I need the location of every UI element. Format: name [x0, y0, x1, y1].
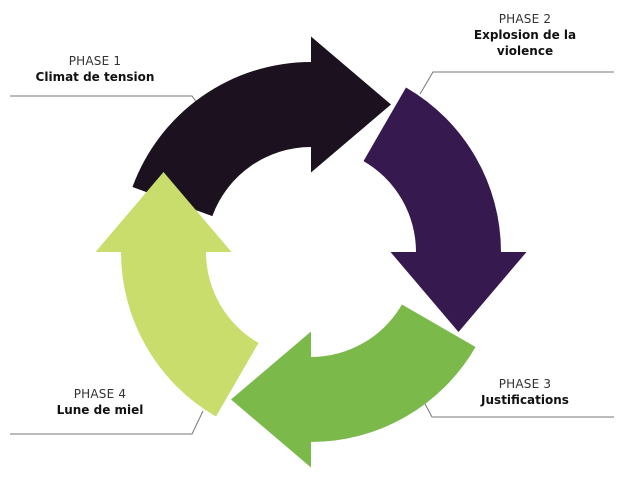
phase-4-arrow-body	[121, 252, 259, 417]
phase-2-number: PHASE 2	[498, 12, 552, 26]
phase-1-arrow-body	[132, 62, 311, 217]
phase-3-label: PHASE 3 Justifications	[460, 377, 590, 408]
phase-1-name: Climat de tension	[35, 70, 155, 84]
phase-3-number: PHASE 3	[498, 377, 552, 391]
phase-4-arrow-head	[95, 172, 232, 252]
leader-line-phase-3	[423, 401, 614, 418]
phase-4-label: PHASE 4 Lune de miel	[30, 387, 170, 418]
phase-1-label: PHASE 1 Climat de tension	[20, 54, 170, 85]
leader-line-phase-4	[10, 410, 204, 435]
leader-line-phase-2	[419, 71, 614, 95]
leader-line-phase-1	[10, 95, 198, 104]
phase-4-name: Lune de miel	[56, 403, 144, 417]
phase-3-arrow-body	[311, 304, 476, 442]
phase-4-number: PHASE 4	[73, 387, 127, 401]
phase-3-arrow-head	[231, 331, 311, 468]
phase-2-label: PHASE 2 Explosion de la violence	[455, 12, 595, 59]
phase-3-name: Justifications	[481, 393, 569, 407]
phase-2-name: Explosion de la violence	[473, 28, 577, 58]
phase-1-number: PHASE 1	[68, 54, 122, 68]
phase-2-arrow-body	[363, 87, 501, 252]
phase-2-arrow-head	[390, 252, 527, 332]
phase-1-arrow-head	[311, 36, 391, 173]
